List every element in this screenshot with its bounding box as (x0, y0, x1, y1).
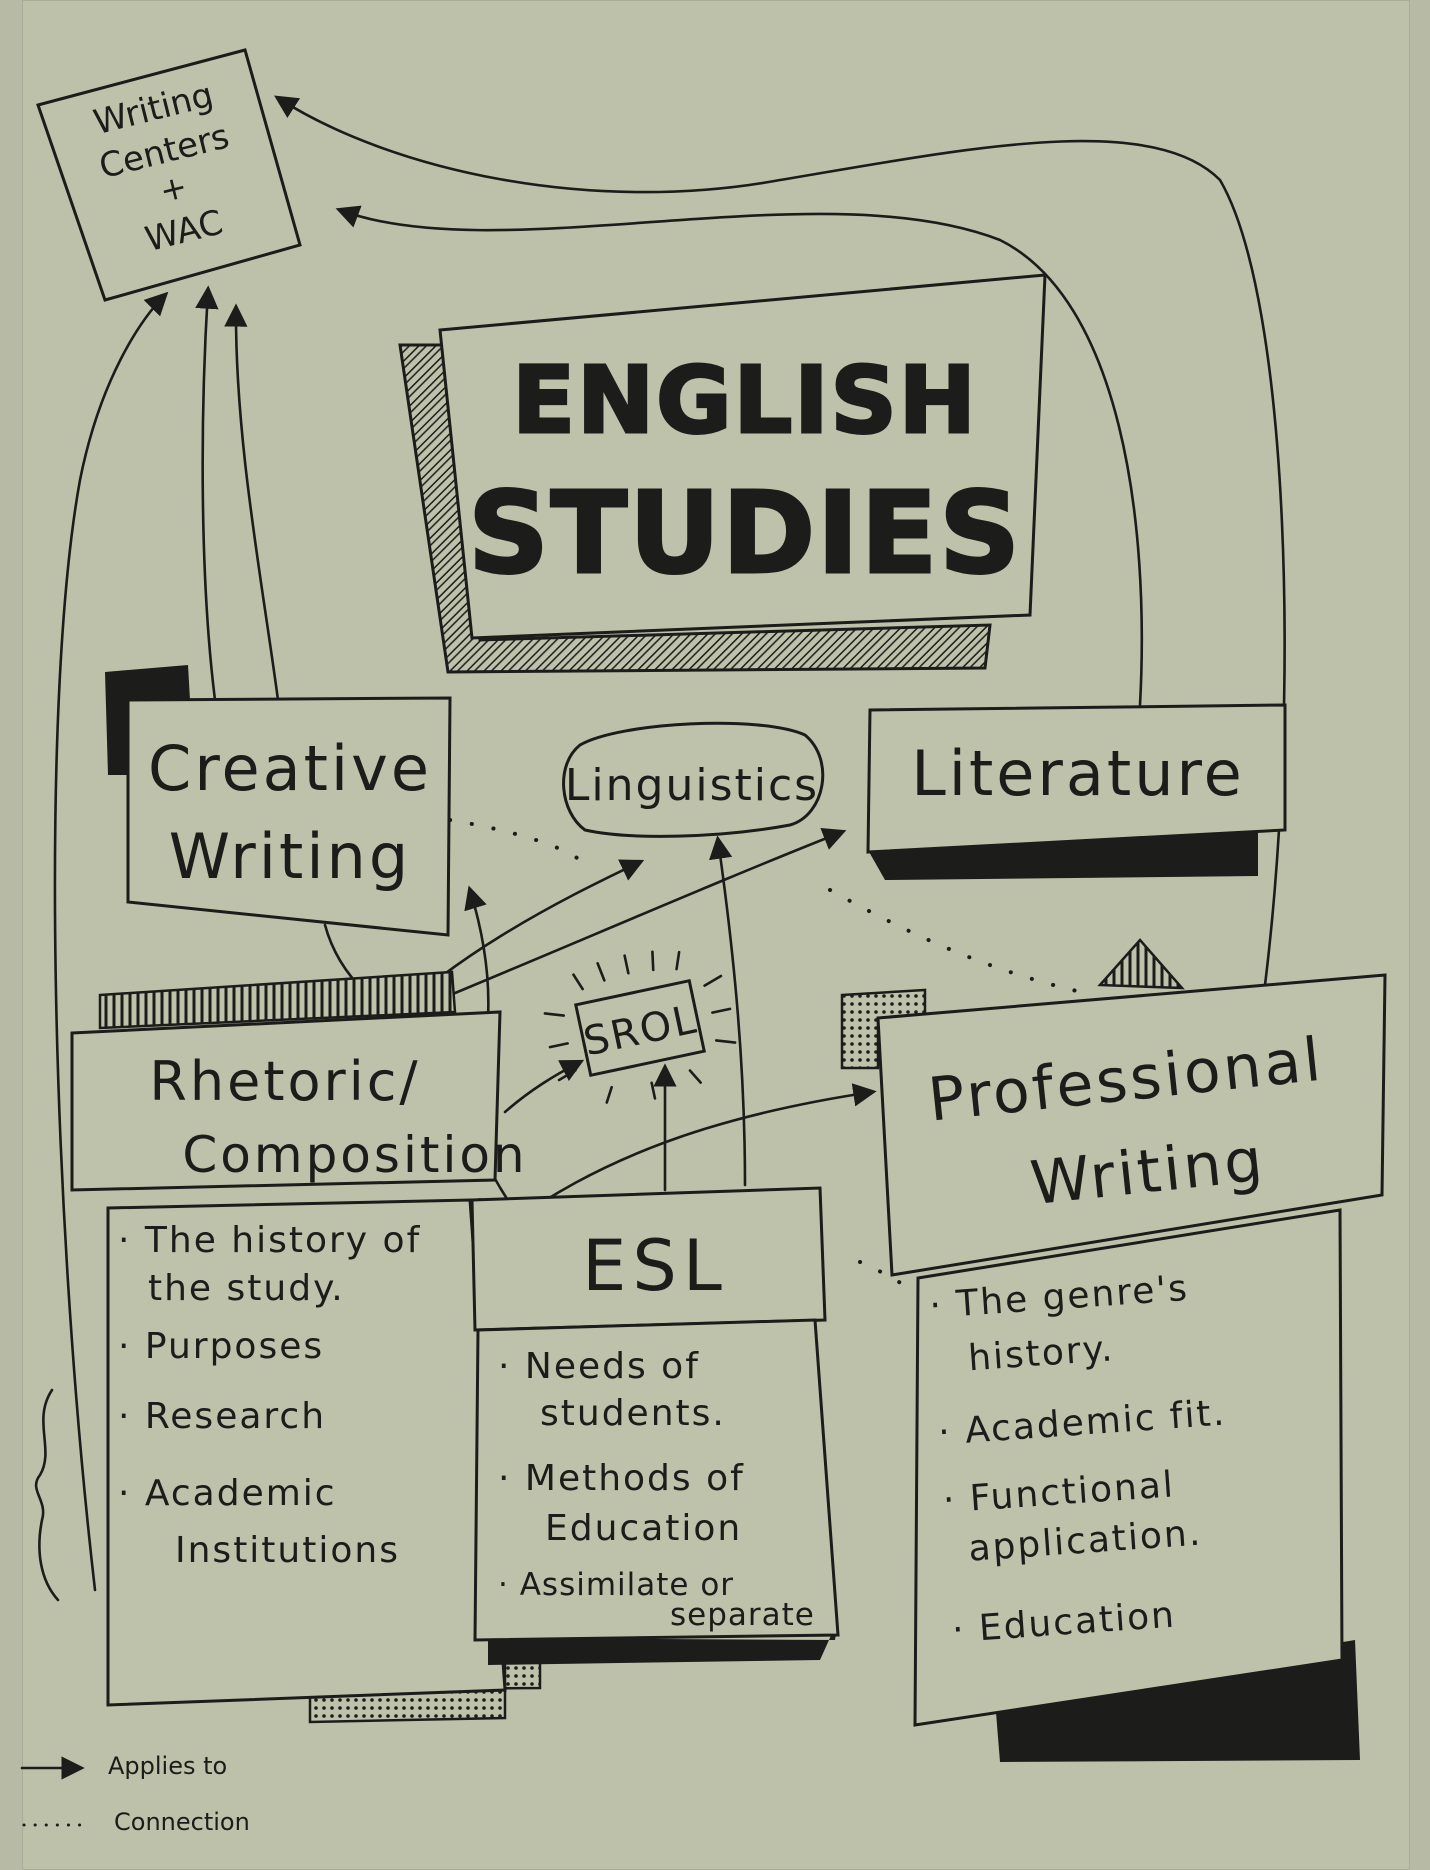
arrow-rhetoric-to-wac (53, 291, 169, 1592)
literature-node: Literature (866, 703, 1287, 880)
professional-bullet-1b: history. (967, 1328, 1116, 1379)
esl-bullet-2: · Methods of (498, 1458, 745, 1499)
writing-centers-node: Writing Centers + WAC (36, 48, 302, 302)
esl-bullets-card: · Needs of students. · Methods of Educat… (473, 1318, 840, 1665)
arrow-rhetoric-to-srol (503, 1059, 585, 1114)
rhetoric-bullet-1b: the study. (148, 1268, 345, 1309)
english-studies-title-box: ENGLISH STUDIES (398, 273, 1047, 674)
dots-linguistics-professional (828, 888, 1097, 997)
rhetoric-bullet-3: · Research (118, 1396, 326, 1437)
rhetoric-bullet-4b: Institutions (175, 1530, 400, 1571)
arrow-creative-to-wac-a (195, 285, 219, 702)
arrow-creative-to-wac-b (224, 303, 280, 702)
esl-node: ESL (470, 1186, 827, 1332)
left-brace (34, 1388, 60, 1602)
esl-bullet-3b: separate (670, 1597, 815, 1633)
legend: Applies to Connection (20, 1752, 250, 1836)
title-english: ENGLISH (512, 347, 977, 454)
srol-rays (543, 950, 737, 1104)
title-studies: STUDIES (468, 469, 1022, 599)
rhetoric-bullet-4: · Academic (118, 1473, 337, 1514)
legend-arrow-label: Applies to (108, 1752, 227, 1780)
esl-bullet-1b: students. (540, 1393, 726, 1434)
arrow-rhetoric-to-literature (388, 827, 847, 1022)
dots-creative-linguistics (448, 818, 582, 862)
rhetoric-bullet-1: · The history of (118, 1220, 421, 1261)
creative-writing-line-2: Writing (169, 820, 411, 893)
linguistics-node: Linguistics (562, 721, 825, 838)
creative-writing-line-1: Creative (148, 732, 432, 805)
esl-bullet-1: · Needs of (498, 1346, 700, 1387)
arrow-literature-to-wac (335, 205, 1144, 707)
esl-bullet-3: · Assimilate or (498, 1567, 734, 1603)
rhetoric-composition-node: Rhetoric/ Composition (70, 970, 527, 1192)
professional-writing-node: Professional Writing (840, 938, 1387, 1277)
creative-writing-node: Creative Writing (105, 665, 452, 937)
literature-label: Literature (911, 737, 1245, 810)
legend-dots-label: Connection (114, 1808, 250, 1836)
esl-bullet-2b: Education (545, 1508, 742, 1549)
srol-node: SROL (543, 950, 737, 1104)
linguistics-label: Linguistics (565, 760, 819, 811)
arrow-professional-to-wac (274, 95, 1286, 987)
rhetoric-bullets-card: · The history of the study. · Purposes ·… (106, 1198, 542, 1724)
rhetoric-bullet-2: · Purposes (118, 1326, 324, 1367)
esl-label: ESL (582, 1225, 728, 1307)
professional-bullets-card: · The genre's history. · Academic fit. ·… (913, 1208, 1360, 1762)
rhetoric-line-2: Composition (182, 1126, 527, 1184)
arrow-esl-to-linguistics (709, 835, 747, 1187)
rhetoric-line-1: Rhetoric/ (149, 1050, 420, 1113)
